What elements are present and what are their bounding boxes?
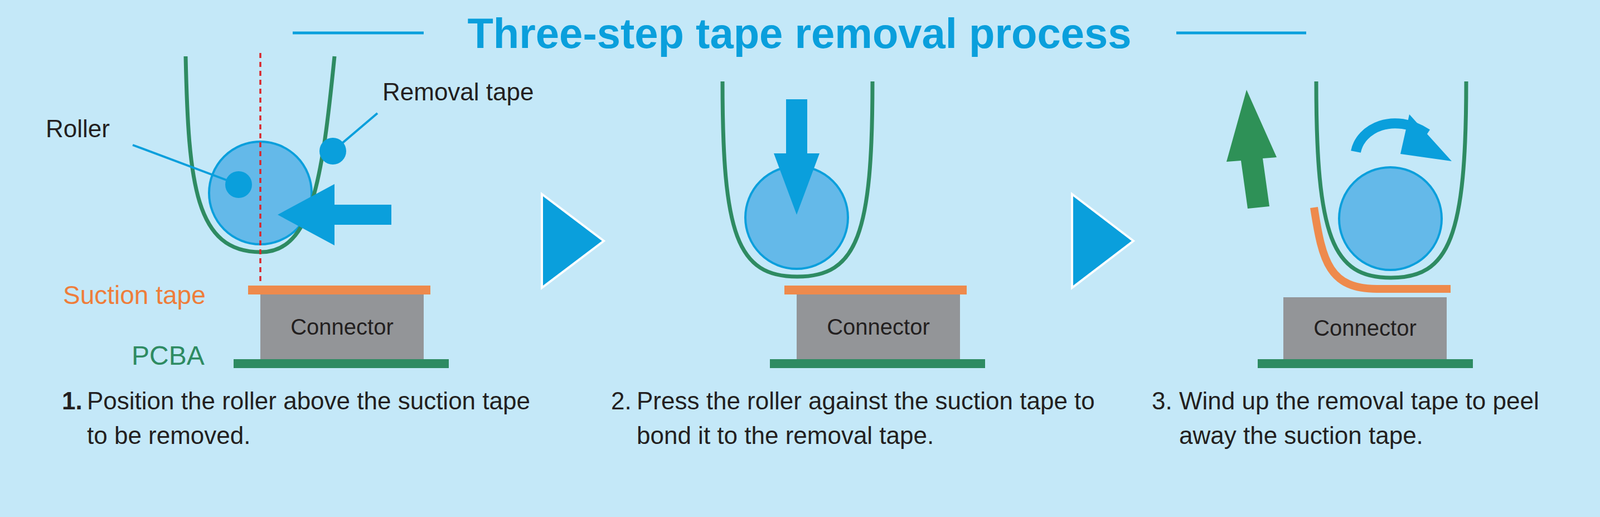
- suction-tape: [248, 285, 431, 295]
- step-number: 2.: [611, 383, 632, 419]
- leader-line: [132, 144, 239, 185]
- title: Three-step tape removal process: [467, 8, 1132, 58]
- removal-tape: [722, 81, 873, 277]
- push-arrow: [277, 183, 392, 246]
- title-rule: [292, 31, 424, 35]
- lift-arrow: [1226, 89, 1277, 209]
- part-label: Removal tape: [382, 74, 534, 110]
- roller: [1339, 167, 1442, 270]
- leader-dot: [225, 171, 252, 198]
- pcba-board: [1257, 359, 1473, 368]
- roller: [209, 141, 312, 245]
- step-text: Position the roller above the suction ta…: [86, 383, 556, 453]
- step-arrow: [1072, 194, 1134, 288]
- connector-box: Connector: [260, 294, 424, 360]
- wind-arrow-head: [1400, 114, 1452, 162]
- step-text: Wind up the removal tape to peel away th…: [1179, 383, 1564, 453]
- part-label: PCBA: [131, 338, 205, 373]
- step-number: 1.: [61, 383, 83, 419]
- suction-tape: [784, 285, 967, 295]
- title-rule: [1176, 31, 1307, 35]
- pcba-board: [769, 359, 986, 368]
- connector-box: Connector: [1283, 297, 1447, 360]
- peeled-suction-tape: [1314, 207, 1451, 289]
- box-label: Connector: [826, 314, 930, 340]
- step-arrow: [541, 194, 604, 288]
- box-label: Connector: [1313, 315, 1417, 341]
- part-label: Roller: [45, 111, 110, 147]
- pcba-board: [233, 359, 449, 368]
- step-text: Press the roller against the suction tap…: [636, 383, 1105, 453]
- part-label: Suction tape: [62, 277, 206, 313]
- center-line: [259, 52, 262, 284]
- step-number: 3.: [1151, 383, 1173, 419]
- removal-tape: [1316, 81, 1467, 278]
- leader-dot: [319, 137, 347, 165]
- press-arrow: [773, 99, 820, 215]
- box-label: Connector: [290, 314, 394, 340]
- connector-box: Connector: [796, 294, 960, 360]
